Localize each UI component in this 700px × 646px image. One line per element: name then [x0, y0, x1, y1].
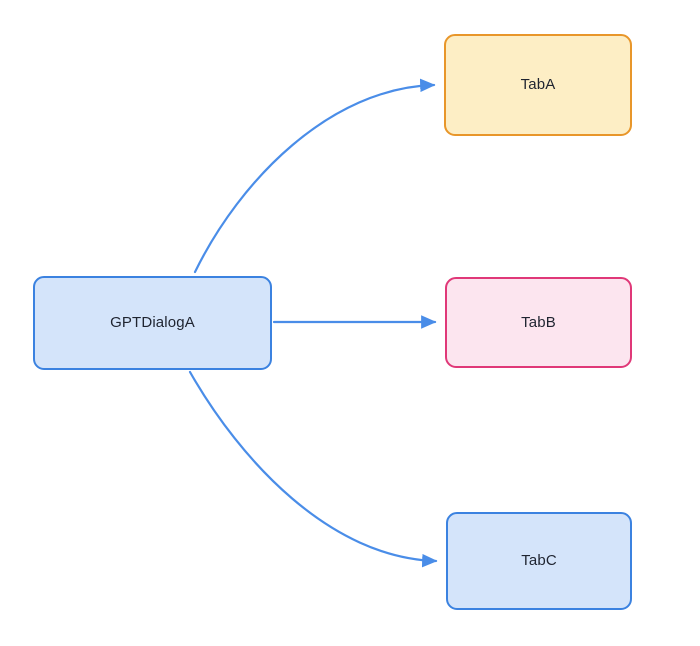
node-label-tabc: TabC	[521, 552, 557, 569]
node-taba[interactable]: TabA	[444, 34, 632, 136]
edge-gptdialoga-taba	[193, 78, 436, 274]
node-label-gptdialoga: GPTDialogA	[110, 314, 195, 331]
node-tabc[interactable]: TabC	[446, 512, 632, 610]
node-label-taba: TabA	[520, 76, 556, 93]
node-label-tabb: TabB	[521, 313, 556, 331]
node-tabb[interactable]: TabB	[445, 277, 632, 368]
edge-gptdialoga-tabc	[188, 370, 438, 568]
node-gptdialoga[interactable]: GPTDialogA	[33, 276, 272, 370]
